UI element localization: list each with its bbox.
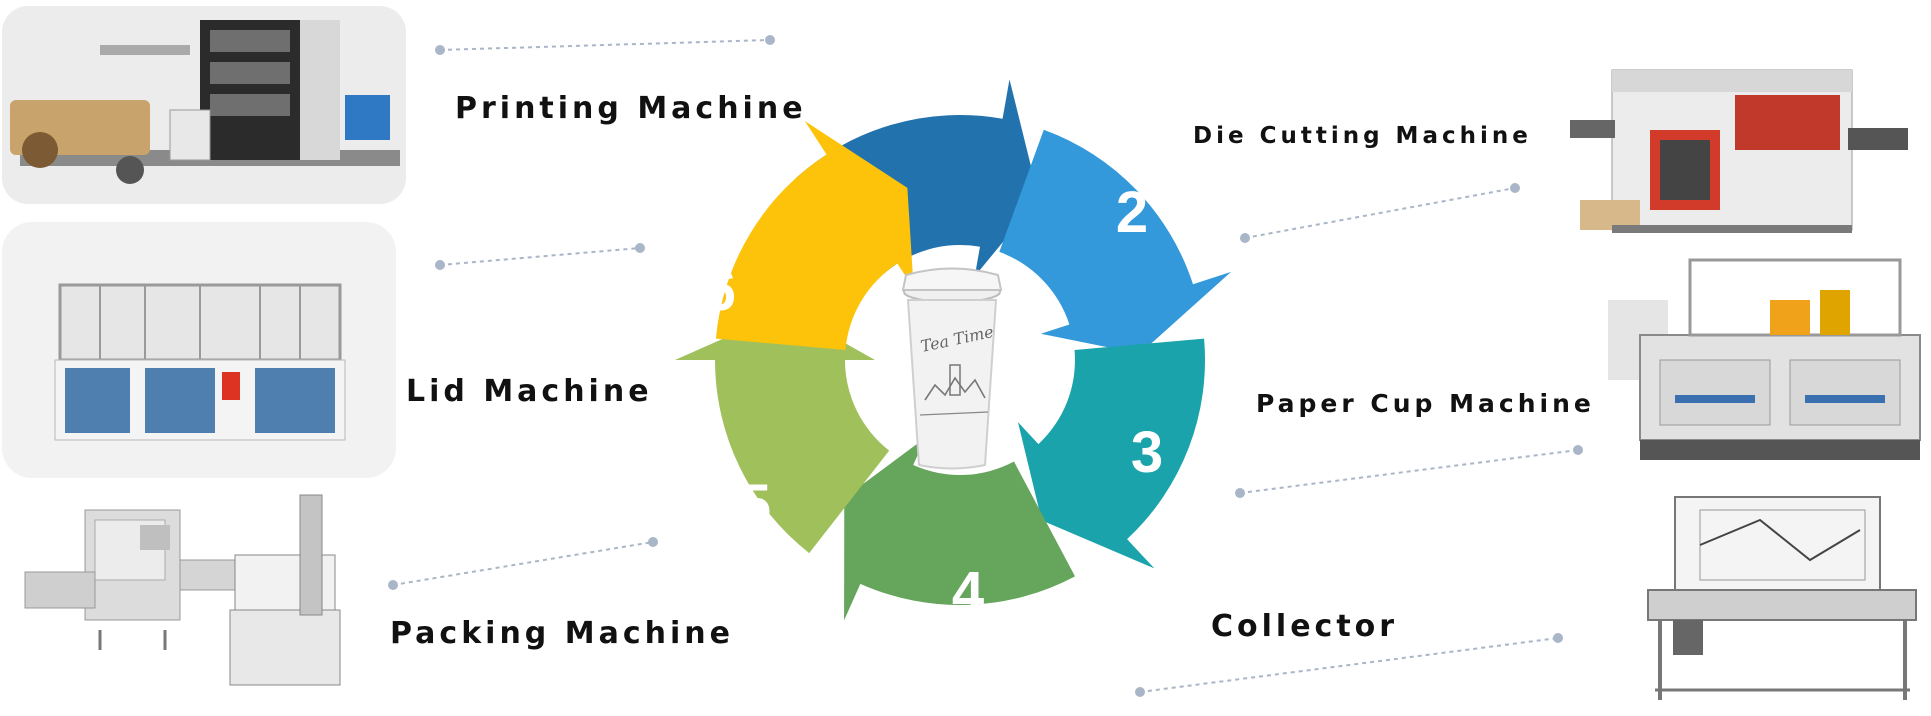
arrow-step-3 xyxy=(1017,338,1205,569)
step-label-printing-machine: Printing Machine xyxy=(455,91,807,126)
step-number-3: 3 xyxy=(1131,420,1163,485)
step-number-4: 4 xyxy=(952,560,984,625)
packing-machine-photo xyxy=(24,494,341,686)
arrow-step-6 xyxy=(715,120,914,350)
paper-cup-machine-photo xyxy=(1608,258,1921,460)
step-label-die-cutting-machine: Die Cutting Machine xyxy=(1193,123,1532,149)
connector-1 xyxy=(439,39,771,51)
connector-3 xyxy=(1239,449,1579,494)
paper-cup-icon: Tea Time xyxy=(901,267,1003,470)
connector-2 xyxy=(1244,187,1516,239)
step-number-6: 6 xyxy=(704,258,736,323)
die-cutting-machine-photo xyxy=(1570,69,1908,233)
printing-machine-photo xyxy=(2,6,406,204)
collector-photo xyxy=(1647,496,1917,700)
step-label-lid-machine: Lid Machine xyxy=(406,374,653,409)
step-number-1: 1 xyxy=(922,48,954,113)
connector-5 xyxy=(392,541,654,586)
step-number-2: 2 xyxy=(1116,180,1148,245)
arrow-step-2 xyxy=(999,129,1232,354)
connector-lines xyxy=(388,35,1583,697)
step-label-packing-machine: Packing Machine xyxy=(390,616,734,651)
lid-machine-photo xyxy=(2,222,396,478)
cycle-arrows: 1 2 3 4 5 6 xyxy=(675,48,1232,625)
arrow-step-4 xyxy=(844,437,1076,621)
step-label-collector: Collector xyxy=(1211,609,1398,644)
step-number-5: 5 xyxy=(739,473,771,538)
connector-6 xyxy=(439,247,641,266)
arrow-step-5 xyxy=(675,310,890,554)
connector-4 xyxy=(1139,637,1559,693)
step-label-paper-cup-machine: Paper Cup Machine xyxy=(1256,389,1595,418)
